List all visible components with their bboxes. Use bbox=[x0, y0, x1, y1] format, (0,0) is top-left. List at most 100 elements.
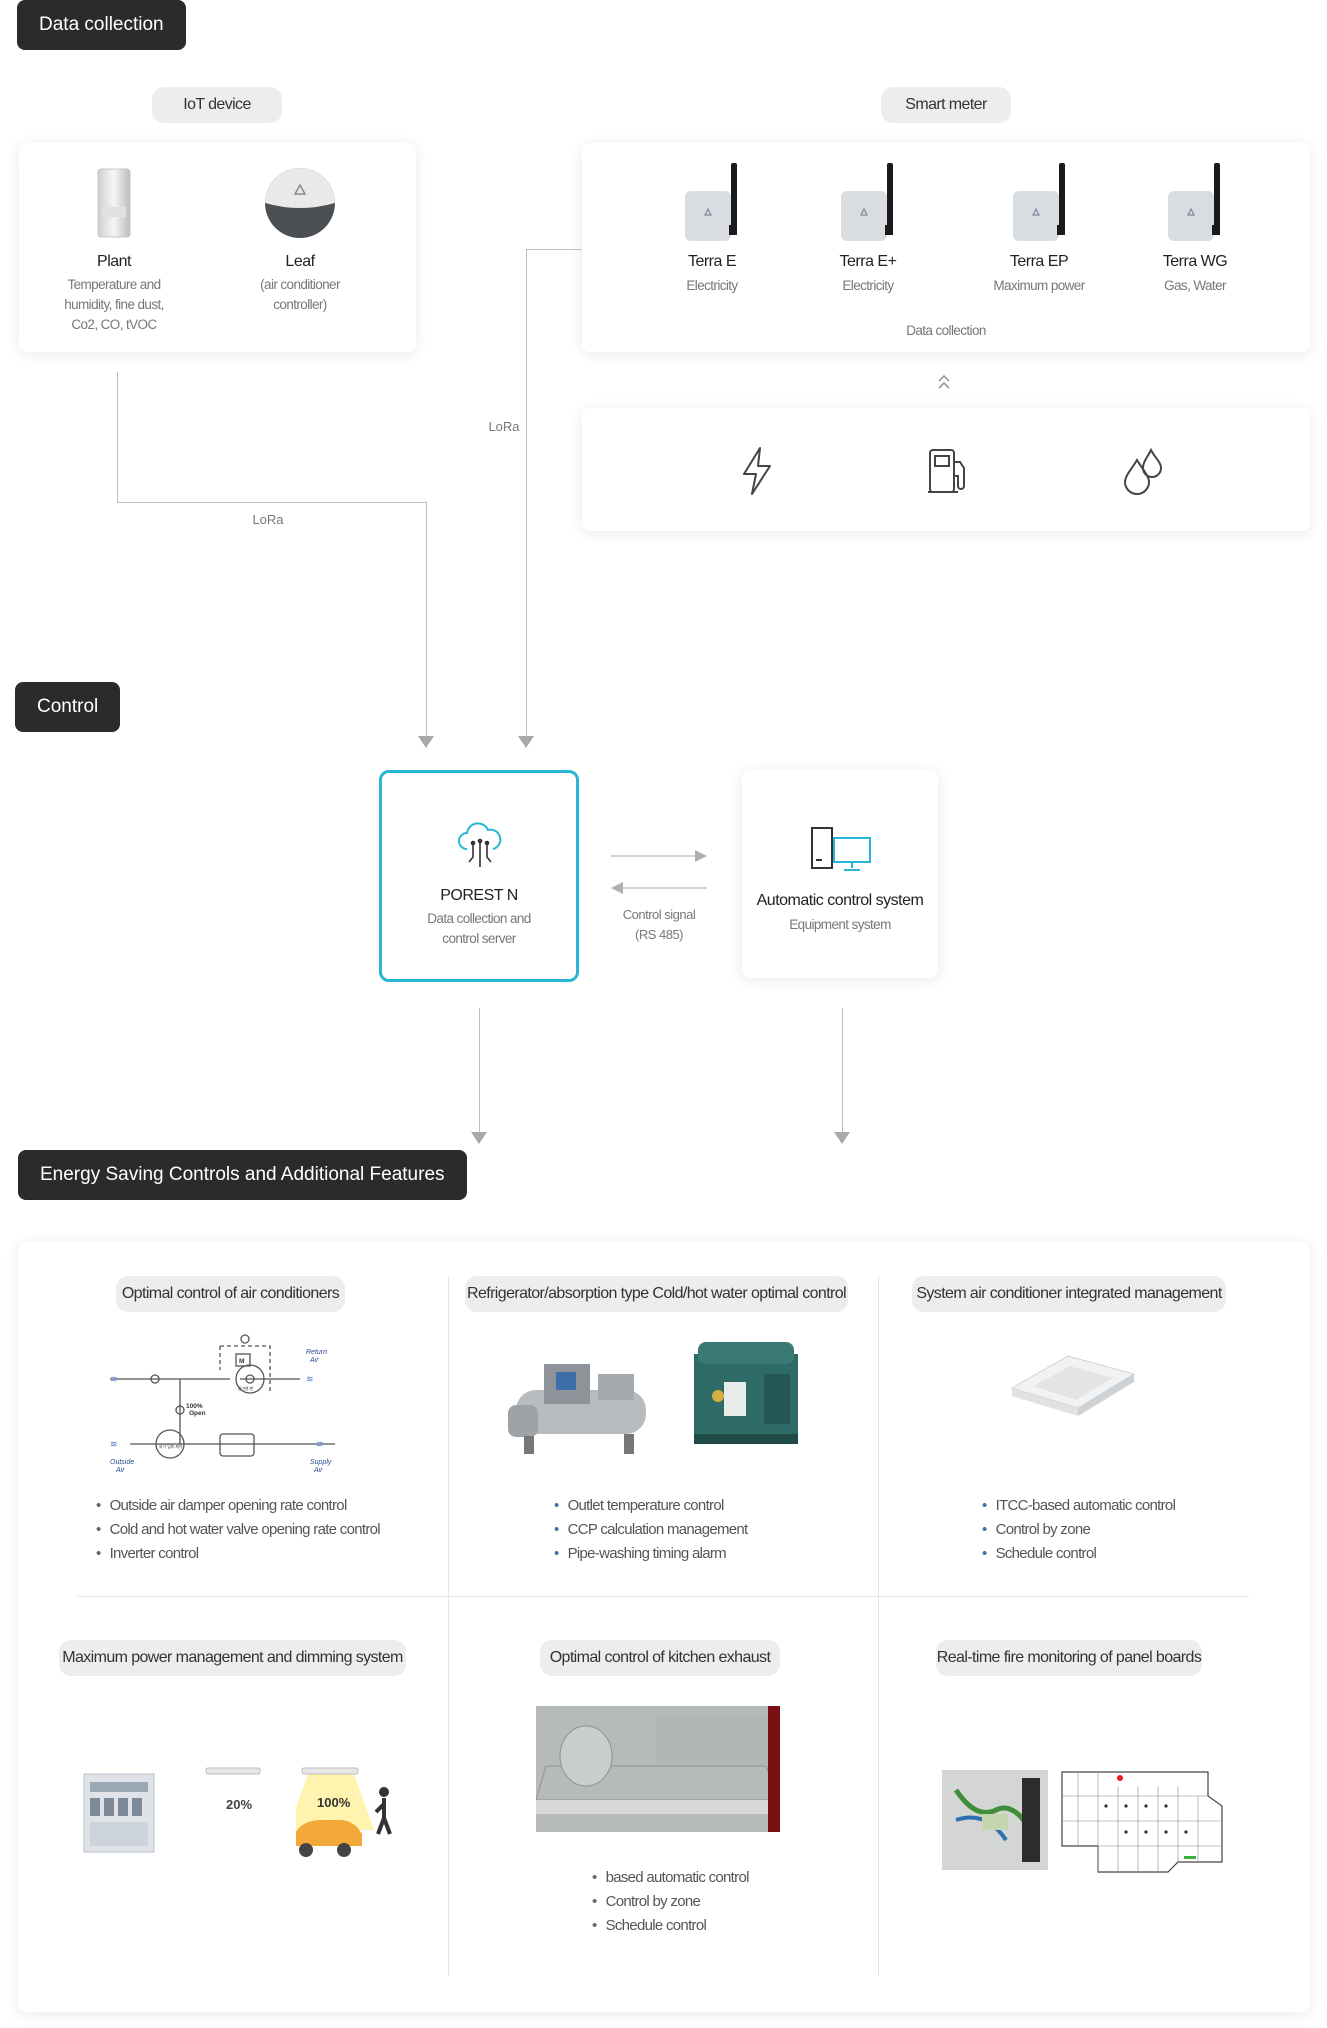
arrow-down-icon bbox=[834, 1132, 850, 1144]
air-handling-diagram: ≋ ≋ ≋ ≋ Return Air Outside Air Supply Air 1… bbox=[110, 1334, 335, 1474]
meter-desc: Maximum power bbox=[993, 278, 1085, 293]
lightning-icon bbox=[743, 447, 771, 495]
svg-text:≋: ≋ bbox=[110, 1440, 118, 1450]
feature-item: Control by zone bbox=[592, 1890, 749, 1914]
divider bbox=[878, 1276, 879, 1976]
connector-line bbox=[117, 372, 118, 502]
features-card: Optimal control of air conditioners ≋≋≋≋… bbox=[18, 1242, 1310, 2012]
fan-label: 외기 덤퍼 제어 bbox=[159, 1444, 183, 1449]
feature-item: Control by zone bbox=[982, 1518, 1175, 1542]
feature-item: ITCC-based automatic control bbox=[982, 1494, 1176, 1518]
absorption-chiller-image bbox=[694, 1342, 798, 1444]
iot-device-title: IoT device bbox=[152, 87, 282, 123]
leaf-name: Leaf bbox=[285, 253, 315, 270]
supply-air-label: Air bbox=[313, 1467, 323, 1474]
bidirectional-arrow-icon bbox=[611, 850, 707, 894]
feature-title-fire-monitoring: Real-time fire monitoring of panel board… bbox=[936, 1640, 1202, 1676]
divider bbox=[77, 1596, 1249, 1597]
lora-label: LoRa bbox=[488, 419, 520, 434]
meter-desc: Gas, Water bbox=[1164, 278, 1226, 293]
meter-device-icon bbox=[685, 163, 737, 241]
dimming-lamp-high-image bbox=[296, 1767, 392, 1857]
computer-monitor-icon bbox=[811, 827, 871, 871]
chiller-image bbox=[508, 1364, 646, 1454]
meter-device-icon bbox=[841, 163, 893, 241]
automatic-control-system-card[interactable]: Automatic control system Equipment syste… bbox=[742, 770, 938, 978]
meter-desc: Electricity bbox=[686, 278, 738, 293]
lora-label: LoRa bbox=[252, 512, 284, 527]
porest-n-name: POREST N bbox=[440, 887, 518, 904]
smart-meter-title: Smart meter bbox=[881, 87, 1011, 123]
arrow-down-icon bbox=[471, 1132, 487, 1144]
feature-list-system-ac: ITCC-based automatic control Control by … bbox=[982, 1494, 1176, 1566]
feature-item: Inverter control bbox=[96, 1542, 380, 1566]
feature-item: Outlet temperature control bbox=[554, 1494, 748, 1518]
connector-line bbox=[117, 502, 427, 503]
divider bbox=[448, 1276, 449, 1976]
feature-item: Pipe-washing timing alarm bbox=[554, 1542, 748, 1566]
leaf-controller-icon bbox=[265, 168, 335, 238]
outside-air-label: Outside bbox=[110, 1459, 134, 1466]
dimming-low-value: 20% bbox=[226, 1797, 253, 1812]
feature-title-air-conditioners: Optimal control of air conditioners bbox=[116, 1276, 345, 1312]
dimming-lamp-low-image bbox=[205, 1767, 261, 1775]
arrow-down-icon bbox=[418, 736, 434, 748]
feature-list-air-conditioners: Outside air damper opening rate control … bbox=[96, 1494, 381, 1566]
meter-name: Terra EP bbox=[1009, 253, 1069, 270]
svg-text:≋: ≋ bbox=[306, 1375, 314, 1385]
double-chevron-up-icon bbox=[938, 374, 950, 389]
connector-line bbox=[526, 249, 582, 250]
motor-label: M bbox=[239, 1358, 244, 1365]
feature-item: Cold and hot water valve opening rate co… bbox=[96, 1518, 381, 1542]
arrow-down-icon bbox=[518, 736, 534, 748]
meter-footer-label: Data collection bbox=[906, 323, 986, 338]
water-drops-icon bbox=[1123, 447, 1163, 495]
meter-device-icon bbox=[1013, 163, 1065, 241]
feature-item: based automatic control bbox=[592, 1866, 750, 1890]
feature-item: Schedule control bbox=[592, 1914, 749, 1938]
feature-item: Schedule control bbox=[982, 1542, 1175, 1566]
connector-line bbox=[479, 1008, 480, 1132]
open-label: 100% bbox=[186, 1403, 203, 1410]
feature-list-kitchen-exhaust: based automatic control Control by zone … bbox=[592, 1866, 750, 1938]
feature-item: Outside air damper opening rate control bbox=[96, 1494, 380, 1518]
meter-name: Terra WG bbox=[1162, 253, 1228, 270]
section-label-energy-saving: Energy Saving Controls and Additional Fe… bbox=[18, 1150, 467, 1200]
panel-board-photo bbox=[942, 1770, 1048, 1870]
meter-name: Terra E bbox=[687, 253, 737, 270]
meter-device-terra-ep: Terra EP Maximum power bbox=[949, 163, 1129, 303]
ceiling-cassette-image bbox=[1010, 1355, 1136, 1416]
connector-line bbox=[426, 502, 427, 736]
plant-name: Plant bbox=[97, 253, 131, 270]
cloud-network-icon bbox=[458, 822, 502, 867]
return-air-label: Return bbox=[306, 1349, 327, 1356]
open-label: Open bbox=[189, 1410, 206, 1417]
meter-device-terra-e: Terra E Electricity bbox=[637, 163, 787, 303]
auto-control-name: Automatic control system bbox=[756, 892, 924, 909]
kitchen-exhaust-image bbox=[536, 1706, 780, 1832]
meter-device-icon bbox=[1168, 163, 1220, 241]
meter-desc: Electricity bbox=[842, 278, 894, 293]
section-label-control: Control bbox=[15, 682, 121, 732]
auto-control-desc: Equipment system bbox=[789, 917, 891, 932]
svg-text:≋: ≋ bbox=[316, 1440, 324, 1450]
dimming-high-value: 100% bbox=[317, 1795, 351, 1810]
feature-title-kitchen-exhaust: Optimal control of kitchen exhaust bbox=[540, 1640, 780, 1676]
outside-air-label: Air bbox=[115, 1467, 125, 1474]
control-signal-label: Control signal(RS 485) bbox=[622, 907, 696, 942]
feature-list-refrigerator: Outlet temperature control CCP calculati… bbox=[554, 1494, 749, 1566]
svg-text:≋: ≋ bbox=[110, 1375, 118, 1385]
fan-label: 환기팬 팬 bbox=[238, 1386, 254, 1391]
meter-device-terra-wg: Terra WG Gas, Water bbox=[1120, 163, 1270, 303]
feature-title-system-ac: System air conditioner integrated manage… bbox=[912, 1276, 1226, 1312]
connector-line bbox=[842, 1008, 843, 1132]
return-air-label: Air bbox=[309, 1357, 319, 1364]
utilities-card bbox=[582, 408, 1310, 531]
supply-air-label: Supply bbox=[310, 1459, 332, 1466]
feature-title-refrigerator: Refrigerator/absorption type Cold/hot wa… bbox=[465, 1276, 848, 1312]
